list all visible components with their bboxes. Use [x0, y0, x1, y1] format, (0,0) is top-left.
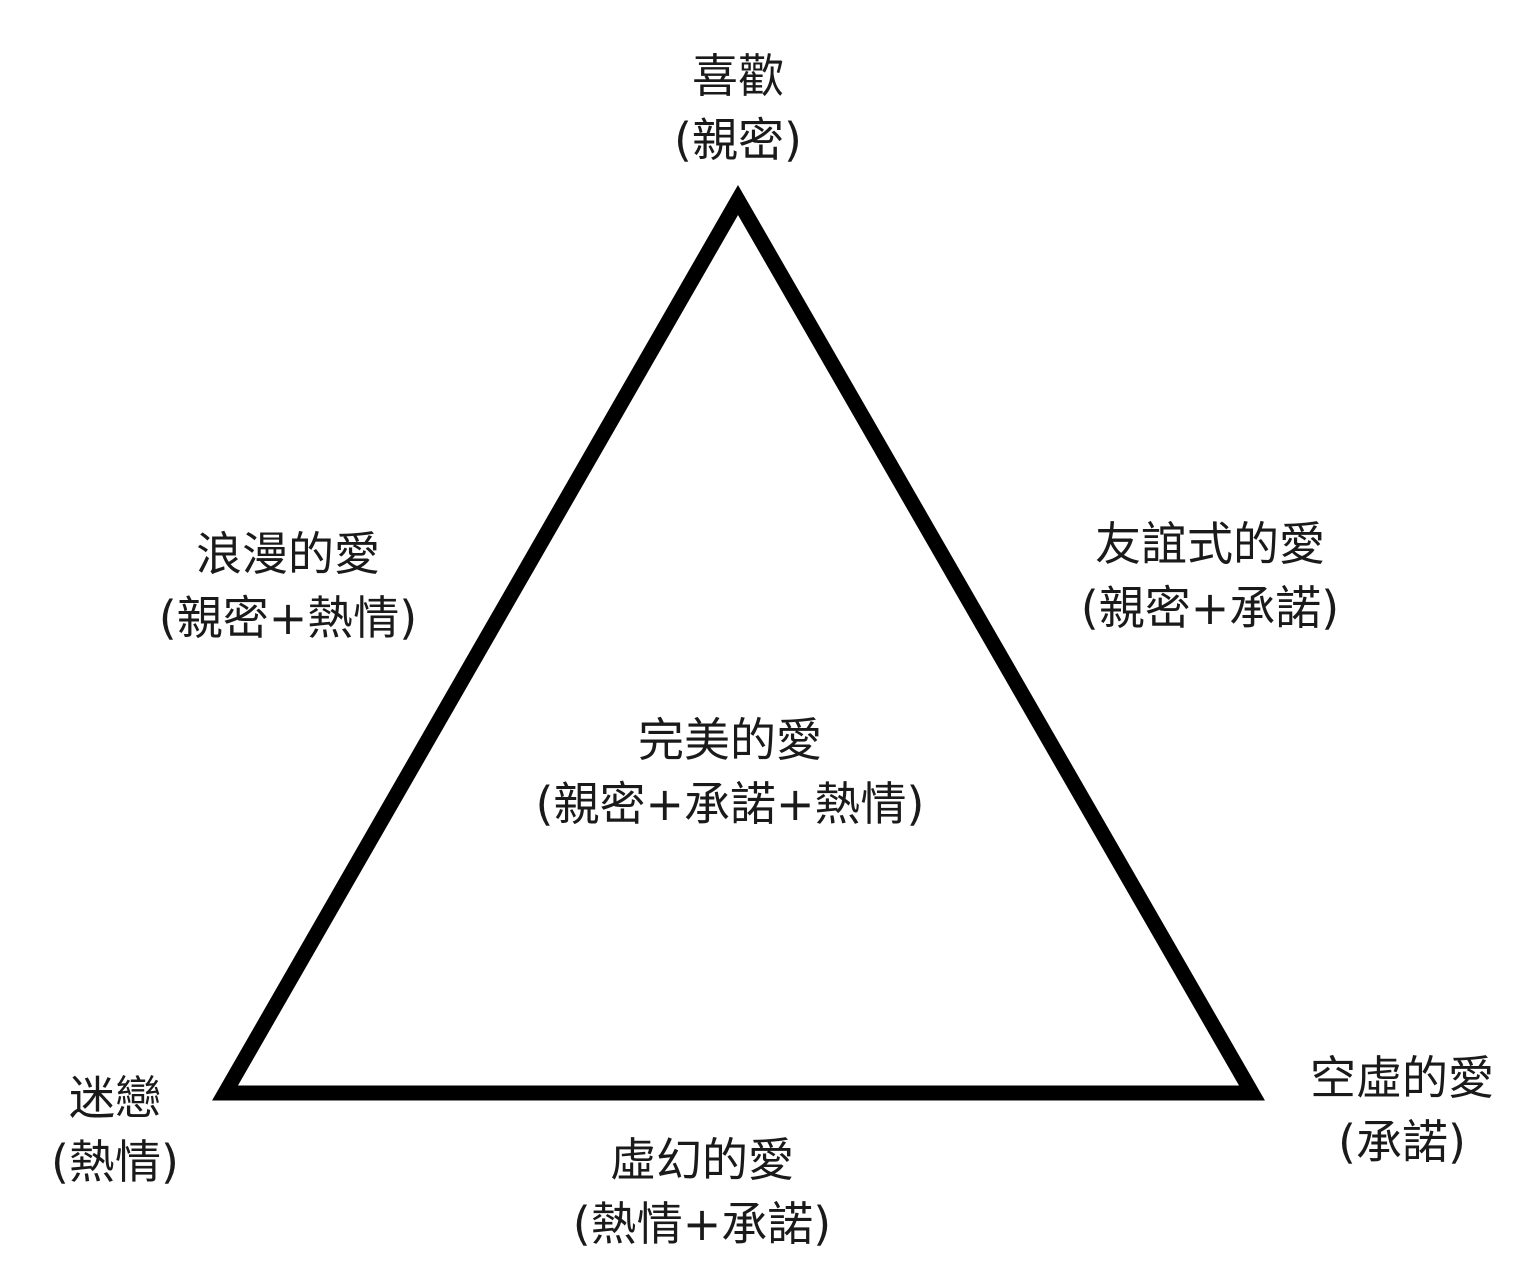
right-side-name: 友誼式的愛	[1095, 517, 1325, 571]
bottom-formula: (熱情+承諾)	[572, 1197, 832, 1251]
side-label-right: 友誼式的愛 (親密+承諾)	[1081, 512, 1339, 640]
center-formula: (親密+承諾+熱情)	[535, 777, 925, 831]
bottom-left-formula: (熱情)	[51, 1135, 179, 1189]
side-label-bottom: 虛幻的愛 (熱情+承諾)	[573, 1128, 831, 1256]
left-side-formula: (親密+熱情)	[158, 591, 418, 645]
top-name: 喜歡	[692, 49, 784, 103]
side-label-left: 浪漫的愛 (親密+熱情)	[159, 522, 417, 650]
top-formula: (親密)	[674, 113, 802, 167]
bottom-right-name: 空虛的愛	[1310, 1051, 1494, 1105]
bottom-right-formula: (承諾)	[1338, 1115, 1466, 1169]
vertex-label-bottom-left: 迷戀 (熱情)	[51, 1066, 179, 1194]
center-name: 完美的愛	[637, 713, 822, 767]
left-side-name: 浪漫的愛	[196, 527, 380, 581]
triangle-outline	[212, 184, 1265, 1101]
right-side-formula: (親密+承諾)	[1080, 581, 1340, 635]
bottom-left-name: 迷戀	[69, 1071, 161, 1125]
vertex-label-bottom-right: 空虛的愛 (承諾)	[1310, 1046, 1494, 1174]
center-label: 完美的愛 (親密+承諾+熱情)	[536, 708, 925, 836]
bottom-name: 虛幻的愛	[610, 1133, 794, 1187]
vertex-label-top: 喜歡 (親密)	[674, 44, 802, 172]
